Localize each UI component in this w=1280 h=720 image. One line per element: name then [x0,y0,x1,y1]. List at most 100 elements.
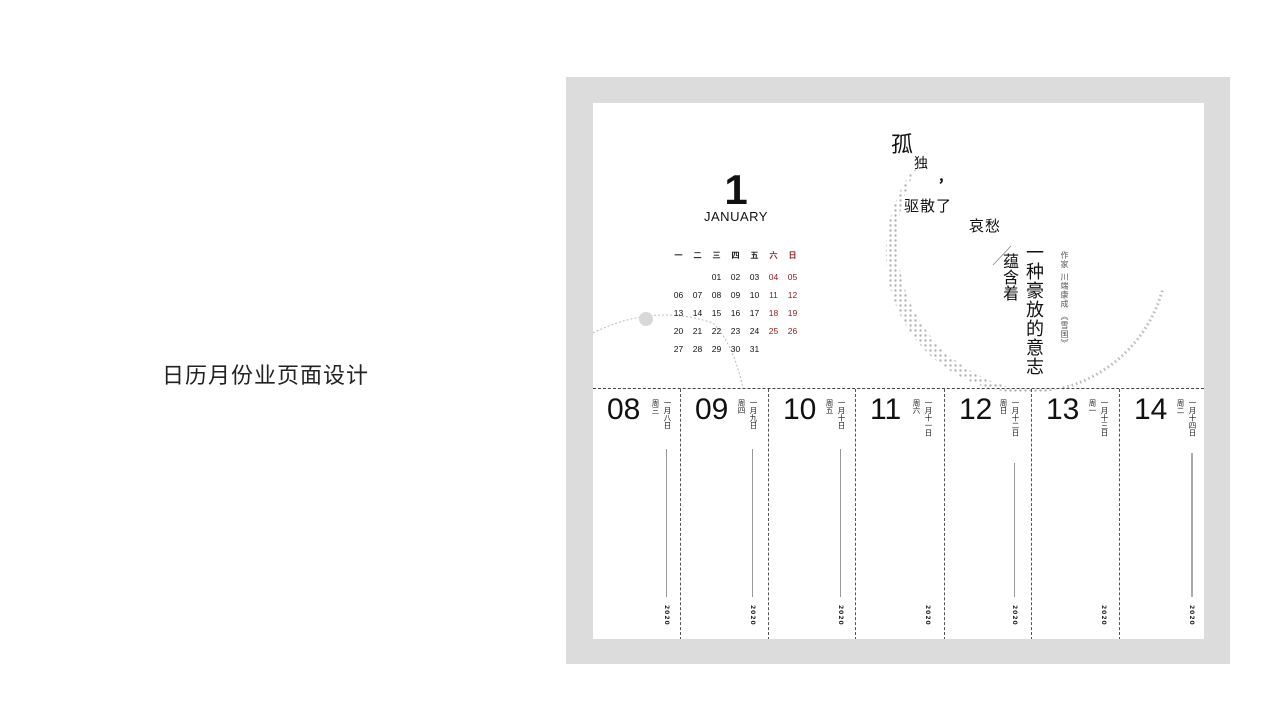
divider-line [840,449,841,597]
week-strip: 08 周三 一月八日 2020 09 周四 一月九日 2020 10 周五 一月… [593,388,1204,639]
calendar-date[interactable]: 27 [673,344,684,354]
calendar-date[interactable]: 22 [711,326,722,336]
lunar-date: 一月九日 [749,399,758,429]
weekday-label: 周一 [1088,399,1097,414]
year-label: 2020 [1188,605,1195,626]
mini-calendar: 一 二 三 四 五 六 日 01 02 03 04 05 06 07 08 09… [669,246,802,358]
lunar-date: 一月十二日 [1011,399,1020,437]
calendar-date[interactable]: 25 [768,326,779,336]
calendar-date[interactable]: 13 [673,308,684,318]
calendar-date[interactable]: 04 [768,272,779,282]
divider-line [752,449,753,597]
day-column[interactable]: 12 周日 一月十二日 2020 [945,389,1032,639]
weekday-header-row: 一 二 三 四 五 六 日 [669,246,802,264]
calendar-date[interactable]: 31 [749,344,760,354]
day-column[interactable]: 10 周五 一月十日 2020 [769,389,856,639]
poem-line: 一种豪放的意志 [1023,243,1044,376]
lunar-date: 一月十四日 [1188,399,1197,437]
year-label: 2020 [837,605,844,626]
calendar-date[interactable]: 18 [768,308,779,318]
calendar-date[interactable]: 26 [787,326,798,336]
calendar-date[interactable]: 03 [749,272,760,282]
calendar-date[interactable]: 06 [673,290,684,300]
lunar-date: 一月十一日 [924,399,933,437]
year-label: 2020 [749,605,756,626]
calendar-date[interactable]: 11 [769,290,778,300]
calendar-sheet: 1 JANUARY 一 二 三 四 五 六 日 01 02 03 04 05 0… [593,103,1204,639]
calendar-week-row: 06 07 08 09 10 11 12 [669,286,802,304]
poem-line: 孤 [891,133,914,158]
day-number: 14 [1134,393,1168,426]
calendar-date[interactable]: 07 [692,290,703,300]
weekday-header: 二 [693,250,702,260]
weekday-header: 五 [750,250,759,260]
day-number: 08 [607,393,641,426]
calendar-date[interactable]: 15 [711,308,722,318]
day-column[interactable]: 08 周三 一月八日 2020 [593,389,681,639]
calendar-date[interactable]: 17 [749,308,760,318]
lunar-date: 一月十日 [837,399,846,429]
calendar-date[interactable]: 23 [730,326,741,336]
month-number: 1 [724,166,748,213]
year-label: 2020 [1011,605,1018,626]
weekday-header: 六 [769,250,778,260]
orbit-dot-icon [639,312,653,326]
day-number: 09 [695,393,729,426]
day-number: 10 [783,393,817,426]
day-column[interactable]: 11 周六 一月十一日 2020 [856,389,945,639]
weekday-label: 周五 [825,399,834,414]
calendar-date[interactable]: 21 [692,326,703,336]
calendar-date[interactable]: 12 [787,290,798,300]
calendar-date[interactable]: 02 [730,272,741,282]
calendar-date[interactable]: 10 [749,290,760,300]
poem-line: 驱散了 [904,197,953,215]
divider-line [1191,453,1193,597]
poem-author: 作家 川端康成 《雪国》 [1060,251,1069,349]
weekday-label: 周三 [651,399,660,414]
divider-line [1014,463,1015,597]
poem-line: 独 [914,156,928,172]
calendar-date[interactable]: 19 [787,308,798,318]
calendar-week-row: 27 28 29 30 31 [669,340,802,358]
lunar-date: 一月十三日 [1100,399,1109,437]
weekday-header: 日 [788,250,797,260]
calendar-date[interactable]: 05 [787,272,798,282]
day-number: 13 [1046,393,1080,426]
divider-line [666,449,667,597]
day-column[interactable]: 13 周一 一月十三日 2020 [1032,389,1120,639]
calendar-week-row: 20 21 22 23 24 25 26 [669,322,802,340]
calendar-date[interactable]: 20 [673,326,684,336]
calendar-date[interactable]: 29 [711,344,722,354]
weekday-header: 三 [712,250,721,260]
calendar-date[interactable]: 28 [692,344,703,354]
poem-line: ， [938,170,952,186]
calendar-date[interactable]: 08 [711,290,722,300]
decorative-arcs [593,158,1165,393]
weekday-label: 周二 [1176,399,1185,414]
calendar-date[interactable]: 24 [749,326,760,336]
poem-line: 哀愁 [969,217,1002,235]
weekday-label: 周日 [999,399,1008,414]
day-number: 11 [870,393,902,426]
month-name: JANUARY [704,209,768,224]
calendar-date[interactable]: 16 [730,308,741,318]
weekday-header: 一 [674,250,683,260]
day-number: 12 [959,393,993,426]
calendar-date[interactable]: 14 [692,308,703,318]
calendar-date[interactable]: 09 [730,290,741,300]
weekday-label: 周六 [912,399,921,414]
calendar-week-row: 13 14 15 16 17 18 19 [669,304,802,322]
year-label: 2020 [924,605,931,626]
day-column[interactable]: 09 周四 一月九日 2020 [681,389,769,639]
poem-line: 蕴含着 [1000,253,1019,301]
calendar-date[interactable]: 01 [711,272,722,282]
weekday-label: 周四 [737,399,746,414]
lunar-date: 一月八日 [663,399,672,429]
calendar-date[interactable]: 30 [730,344,741,354]
calendar-week-row: 01 02 03 04 05 [669,268,802,286]
year-label: 2020 [1100,605,1107,626]
year-label: 2020 [663,605,670,626]
day-column[interactable]: 14 周二 一月十四日 2020 [1120,389,1204,639]
page-title: 日历月份业页面设计 [162,364,370,389]
weekday-header: 四 [731,250,740,260]
